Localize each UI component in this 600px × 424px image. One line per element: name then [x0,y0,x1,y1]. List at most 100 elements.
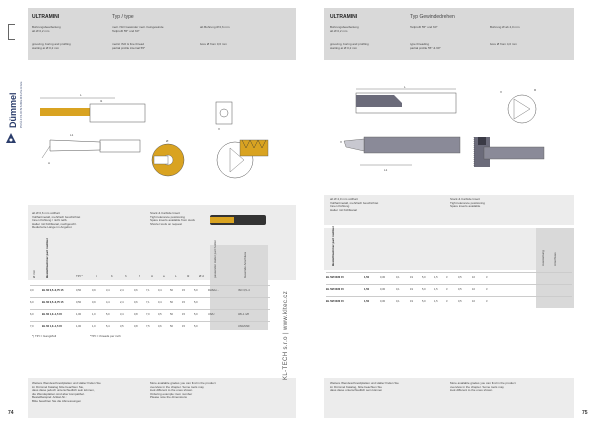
left-table-cell: 5,0 [106,313,110,316]
right-col-part: Bestellnummer part number [331,225,335,266]
left-ab2: bore Ø from 0,6 mm [200,42,227,46]
left-table-cell: BL 60 0,5–0,75 15 [42,289,64,292]
left-col-A: A [151,274,154,278]
right-note2: More available grades you can find in th… [450,381,516,393]
left-table-cell: 3/8–1 1/8 [238,313,249,316]
right-table-cell: 1,5 [434,276,438,279]
svg-text:X: X [340,140,342,144]
left-notes-band [28,378,296,418]
svg-text:L1: L1 [384,168,388,172]
left-tpi-note-en: *TPI = threads per inch [90,334,121,338]
right-table-cell: 0,5 [458,276,462,279]
kl-tech-left: KL-TECH s.r.o | www.kltec.cz [283,290,289,380]
left-table-cell: 6,0 [30,301,34,304]
right-table-cell: 5,0 [422,300,426,303]
left-table-cell: ISO 3,5–4 [238,289,250,292]
left-col-part: Bestellnummer part number [45,237,49,278]
left-table-cell: RHS/Ln... [208,289,220,292]
svg-text:L1: L1 [70,133,74,137]
right-table-cell: 10 [472,276,475,279]
right-title: ULTRAMINI [330,14,358,20]
right-table-cell: 3 [486,288,488,291]
right-table-cell: 3 [486,276,488,279]
right-table-cell: 1,50 [364,276,370,279]
svg-text:l1: l1 [100,99,103,103]
left-table-cell: 15 [182,289,185,292]
right-page: ULTRAMINI Typ Gewindedrehen Bohrungsbear… [304,0,600,424]
left-col-f: f [139,274,140,278]
svg-text:A: A [48,161,50,165]
svg-text:L: L [80,93,82,97]
left-col-thread: Gewinde Anschluss [243,251,247,278]
left-table-cell: UNC/UNF [238,325,250,328]
brand-logo-icon [6,130,16,143]
right-type1: Teilprofil 55° und 60° [410,25,438,29]
right-table-cell: 1,50 [364,300,370,303]
right-table-cell: 0,30 [380,288,386,291]
top-left-marker [8,24,15,40]
right-table-cell: 5,0 [422,288,426,291]
right-col-ausstattung: Ausstattung [541,250,545,266]
right-table-cell: 0,5 [458,300,462,303]
left-table-cell: 0,4 [158,289,162,292]
right-ab2: bore Ø from 4,0 mm [490,42,517,46]
left-table-cell: 0,5 [158,313,162,316]
left-table-cell: 7,1 [146,301,150,304]
left-table-cell: 0,50 [76,301,82,304]
right-table-cell: BL 5M 0030 15 [326,300,344,303]
left-table-cell: BL 60 0,5–0,75 15 [42,301,64,304]
left-note2: More available grades you can find in th… [150,381,216,400]
left-subtitle: Typ / type [112,14,134,20]
left-table-cell: 2,4 [120,289,124,292]
left-table-cell: 5,4 [106,325,110,328]
left-table-cell: 15 [182,301,185,304]
left-table-cell: 1,0 [92,313,96,316]
right-table-cell: 3 [446,276,448,279]
left-table-cell: 3,4 [106,289,110,292]
right-info-band [324,195,574,225]
right-table-cell: 0,1 [396,276,400,279]
left-table-cell: 3,4 [120,313,124,316]
left-header-band [28,8,296,60]
right-table-cell: 19 [410,288,413,291]
left-table-cell: 0,6 [158,325,162,328]
right-col-anschluss: Anschluss [553,252,557,266]
left-table-cell: 0,8 [134,313,138,316]
left-table-cell: BL 60 1,0–1,5 15 [42,325,62,328]
left-table-cell: 7,0 [146,313,150,316]
left-info-band [28,205,296,245]
left-table-cell: 0,6 [134,289,138,292]
left-table-cell: 2,4 [120,301,124,304]
left-table-cell: 15 [182,325,185,328]
left-table-cell: 5,0 [194,313,198,316]
left-table-cell: 4,4 [106,301,110,304]
left-table-cell: 7,0 [30,325,34,328]
left-title: ULTRAMINI [32,14,60,20]
left-note1: Weitere Wendeschneidplatten und Halter f… [32,381,101,403]
svg-text:X: X [500,90,502,94]
right-table-cell: 0,30 [380,300,386,303]
svg-text:X: X [218,127,220,131]
brand-name: Dümmel [8,92,18,128]
left-table-cell: 0,6 [134,301,138,304]
left-table-cell: 15 [182,313,185,316]
right-table-cell: 0,1 [396,300,400,303]
left-table-cell: 5,0 [194,289,198,292]
brand-sub: PRÄZISIONSWERKZEUGE [19,80,23,128]
right-table-cell: 19 [410,276,413,279]
right-table-cell: 3 [486,300,488,303]
